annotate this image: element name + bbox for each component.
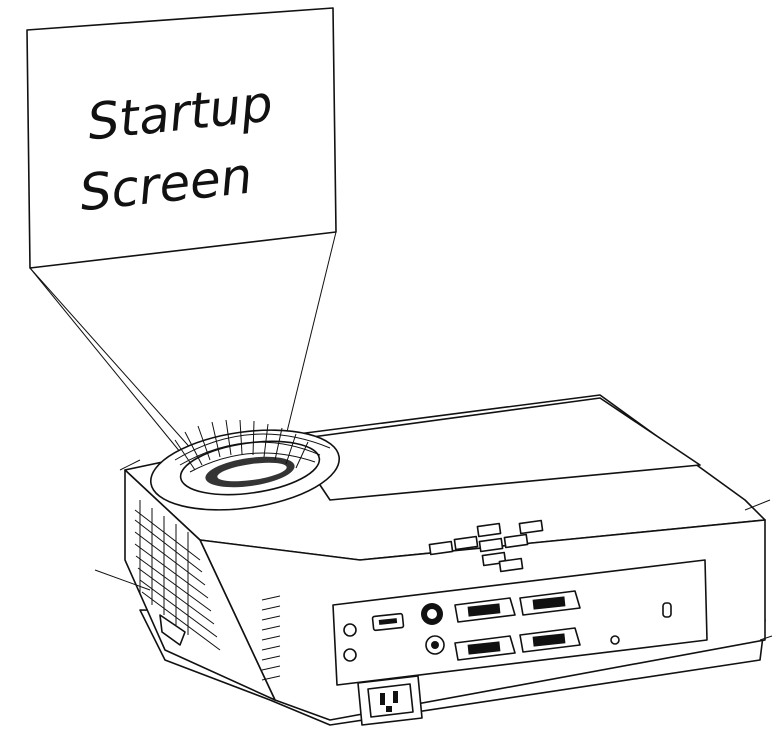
projector-icon bbox=[124, 394, 766, 726]
front-foot bbox=[159, 614, 186, 646]
rear-indicator bbox=[610, 635, 620, 645]
rear-screw-top bbox=[343, 623, 357, 637]
connector-panel bbox=[332, 559, 708, 686]
s-video-port-icon bbox=[421, 603, 443, 625]
kensington-lock-icon bbox=[662, 602, 672, 618]
front-vent bbox=[261, 595, 281, 681]
keypad-icon bbox=[428, 519, 544, 573]
projection-beam bbox=[29, 231, 337, 471]
audio-jack-icon bbox=[425, 635, 445, 655]
rear-screw-bottom bbox=[343, 648, 357, 662]
side-vent bbox=[134, 500, 221, 651]
hdmi-port-icon bbox=[371, 612, 405, 632]
projection-screen-icon: Startup Screen bbox=[26, 7, 337, 269]
power-socket-icon bbox=[357, 675, 423, 726]
sketch-strokes bbox=[94, 459, 773, 641]
vga-port-icon bbox=[454, 590, 581, 661]
lens-icon bbox=[149, 419, 341, 511]
